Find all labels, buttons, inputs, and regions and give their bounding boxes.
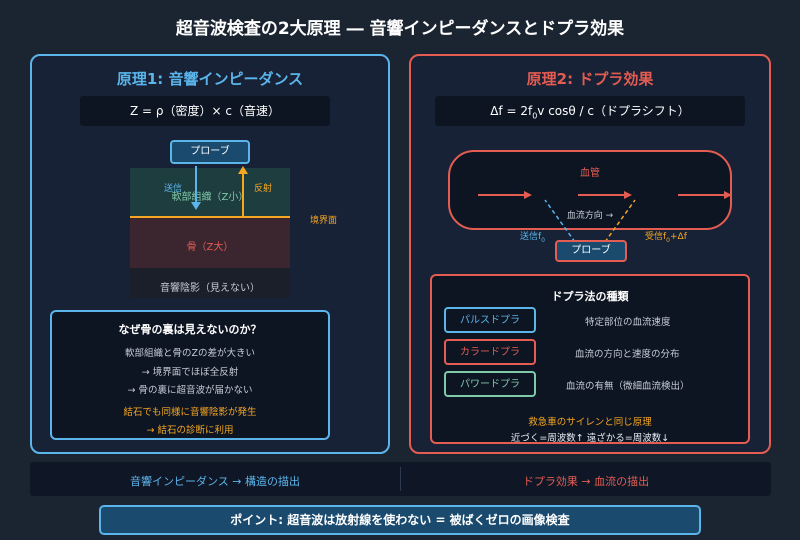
flow-direction-label: 血流方向 → [566,211,614,221]
send-arrow-head [191,202,201,210]
summary-impedance: 音響インピーダンス → 構造の描出 [130,475,300,488]
summary-doppler: ドプラ効果 → 血流の描出 [522,475,650,488]
bone-layer [130,218,290,268]
power-doppler-label: パワードプラ [444,371,536,397]
boundary-line [130,216,290,218]
probe-box-left: プローブ [170,140,250,164]
formula-sub: 0 [532,111,538,121]
boundary-label: 境界面 [310,216,338,226]
color-doppler-label: カラードプラ [444,339,536,365]
flow-arrow-1-head [524,191,532,199]
doppler-types-title: ドプラ法の種類 [551,290,629,303]
note-line-4: 結石でも同様に音響陰影が発生 [123,407,257,418]
send-beam-line [544,199,576,243]
doppler-receive-text: 受信f [645,232,667,242]
formula-rest: v cosθ / c（ドプラシフト） [537,104,690,118]
doppler-send-text: 送信f [520,232,542,242]
note-line-3: → 骨の裏に超音波が届かない [127,385,253,396]
doppler-heading: 原理2: ドプラ効果 [526,70,654,88]
note-title: なぜ骨の裏は見えないのか？ [118,323,262,336]
shadow-label: 音響陰影（見えない） [160,283,260,294]
siren-note: 救急車のサイレンと同じ原理 [528,417,652,428]
doppler-receive-sub: 0 [666,236,670,244]
doppler-receive-rest: +Δf [670,232,687,242]
flow-arrow-3-head [724,191,732,199]
frequency-note: 近づく=周波数↑ 遠ざかる=周波数↓ [510,433,670,444]
color-doppler-desc: 血流の方向と速度の分布 [575,349,680,360]
vessel-shape [448,150,732,230]
beam-arrows [191,166,248,216]
note-line-1: 軟部組織と骨のZの差が大きい [124,348,255,359]
pulse-doppler-label: パルスドプラ [444,307,536,333]
reflect-label: 反射 [254,184,273,194]
doppler-arrows [478,191,732,243]
pulse-doppler-desc: 特定部位の血流速度 [585,317,671,328]
receive-beam-line [604,199,636,243]
impedance-heading: 原理1: 音響インピーダンス [116,70,304,88]
doppler-formula: Δf = 2f0v cosθ / c（ドプラシフト） [435,96,745,126]
page-title: 超音波検査の2大原理 ― 音響インピーダンスとドプラ効果 [175,19,625,39]
shadow-layer [130,268,290,298]
bone-shadow-note [50,310,330,440]
formula-main: Δf = 2f [490,104,533,118]
reflect-arrow-head [238,166,248,174]
probe-box-right: プローブ [555,240,627,262]
soft-tissue-label: 軟部組織（Z小） [171,192,249,203]
point-banner: ポイント: 超音波は放射線を使わない = 被ばくゼロの画像検査 [99,505,701,535]
soft-tissue-layer [130,168,290,218]
summary-divider [400,467,401,491]
note-line-2: → 境界面でほぼ全反射 [141,367,239,378]
doppler-receive-label: 受信f0+Δf [645,229,687,244]
doppler-send-label: 送信f0 [520,229,545,244]
note-line-5: → 結石の診断に利用 [146,425,234,436]
bone-label: 骨（Z大） [186,242,234,253]
send-label: 送信 [164,184,183,194]
flow-arrow-2-head [624,191,632,199]
power-doppler-desc: 血流の有無（微細血流検出） [566,381,690,392]
doppler-send-sub: 0 [541,236,545,244]
vessel-label: 血管 [580,168,600,179]
impedance-formula: Z = ρ（密度）× c（音速） [80,96,330,126]
